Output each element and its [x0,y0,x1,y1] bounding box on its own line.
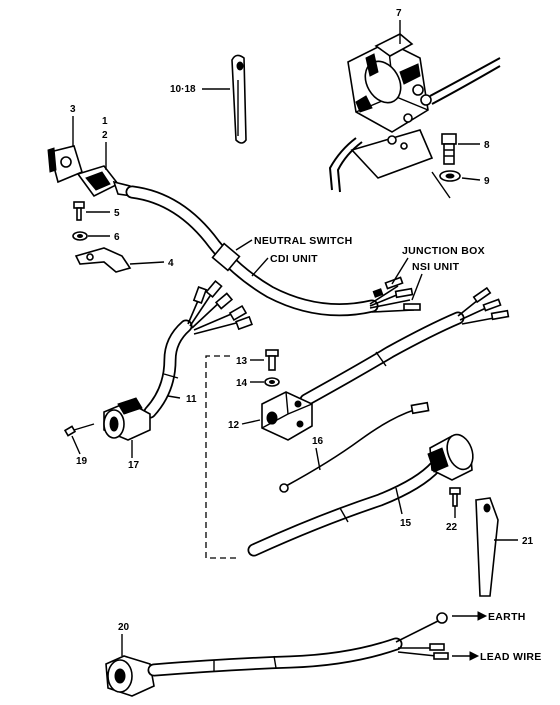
leader-neutral-switch [235,239,253,251]
callout-junction-box: JUNCTION BOX [402,245,485,257]
label-15: 15 [400,518,412,529]
label-21: 21 [522,536,534,547]
label-7: 7 [396,8,402,19]
leader-9 [461,177,481,181]
group-bracket-dashed [205,355,236,559]
nsi-harness [299,286,510,407]
clamp-part-21 [475,497,499,597]
callout-nsi-unit: NSI UNIT [412,261,460,273]
leader-11 [167,395,181,399]
arrow-lead-wire-head [469,651,480,661]
leader-16 [315,447,321,471]
leader-junction-box [391,257,409,285]
label-2: 2 [102,130,108,141]
bracket-part-4 [74,247,132,273]
arrow-earth-head [477,611,488,621]
label-19: 19 [76,456,88,467]
screw-part-19 [63,423,95,437]
label-14: 14 [236,378,248,389]
wire-part-16 [279,401,430,493]
label-8: 8 [484,140,490,151]
callout-earth: EARTH [488,611,526,623]
label-10-18: 10·18 [170,84,196,95]
label-6: 6 [114,232,120,243]
label-13: 13 [236,356,248,367]
bolt-part-8 [441,133,457,165]
junction-box-part-7 [328,33,501,199]
nsi-unit-part-12 [261,391,313,441]
harness-part-11 [143,279,253,419]
leader-12 [241,419,261,425]
label-17: 17 [128,460,140,471]
washer-part-6 [72,231,88,241]
leader-19 [71,435,81,455]
leader-cdi-unit [251,257,269,277]
label-3: 3 [70,104,76,115]
neutral-switch-part-1 [76,165,134,198]
callout-neutral-switch: NEUTRAL SWITCH [254,235,353,247]
leader-4 [129,261,165,265]
screw-part-22 [449,487,461,507]
washer-part-9 [439,170,461,182]
harness-connectors [369,276,421,313]
leader-15 [395,487,403,515]
label-20: 20 [118,622,130,633]
callout-lead-wire: LEAD WIRE [480,651,542,663]
unit-part-17 [103,397,151,441]
label-12: 12 [228,420,240,431]
label-22: 22 [446,522,458,533]
bracket-part-3 [47,145,83,184]
label-9: 9 [484,176,490,187]
label-11: 11 [186,394,197,405]
leader-nsi-unit [411,273,423,301]
washer-part-14 [264,377,280,387]
screw-part-13 [265,349,279,371]
screw-part-5 [73,201,85,221]
main-harness-tube [125,185,379,317]
label-4: 4 [168,258,174,269]
lead-wire-part-20 [105,612,449,697]
label-1: 1 [102,116,108,127]
callout-cdi-unit: CDI UNIT [270,253,318,265]
harness-part-15 [247,433,474,557]
label-16: 16 [312,436,324,447]
clip-part-10-18 [231,54,247,144]
label-5: 5 [114,208,120,219]
